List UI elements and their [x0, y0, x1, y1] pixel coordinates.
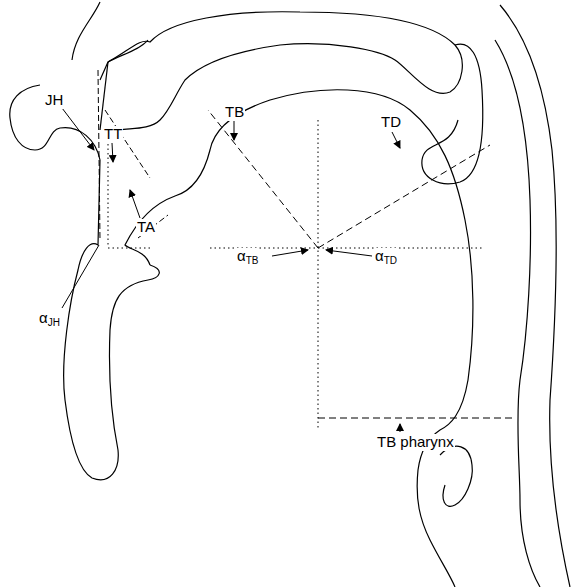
label-ta: TA	[136, 219, 156, 236]
label-tb: TB	[224, 104, 245, 121]
label-jh: JH	[44, 92, 64, 109]
label-tb-pharynx: TB pharynx	[376, 434, 455, 451]
angle-label: αTB	[236, 248, 259, 266]
angle-label: αJH	[38, 310, 61, 328]
angle-label: αTD	[374, 248, 398, 266]
label-td: TD	[380, 114, 402, 131]
label-tt: TT	[103, 126, 123, 143]
